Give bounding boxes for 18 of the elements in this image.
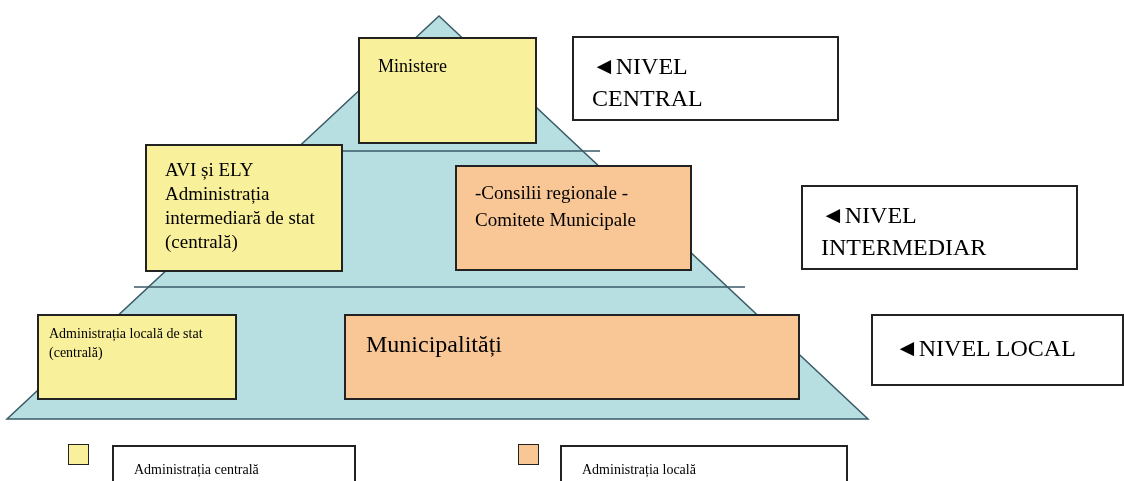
legend-label: Administrația centrală: [112, 445, 356, 481]
box-text: Municipalități: [366, 331, 502, 357]
level-box: [344, 314, 800, 400]
box-text: ◄NIVEL CENTRAL: [592, 53, 703, 111]
level-label-box: [572, 36, 839, 121]
box-text: -Consilii regionale -Comitete Municipale: [475, 182, 636, 230]
level-box: [37, 314, 237, 400]
level-label-box: [871, 314, 1124, 386]
box-text: AVI și ELY Administrația intermediară de stat (centrală): [165, 159, 315, 252]
box-text: Administrația locală de stat (centrală): [49, 326, 203, 360]
level-box: [358, 37, 537, 144]
level-box: [455, 165, 692, 271]
box-text: Ministere: [378, 56, 447, 76]
box-text: ◄NIVEL INTERMEDIAR: [821, 202, 987, 260]
level-label-box: [801, 185, 1078, 270]
box-text: ◄NIVEL LOCAL: [895, 335, 1076, 361]
legend-label: Administrația locală: [560, 445, 848, 481]
level-box: [145, 144, 343, 272]
